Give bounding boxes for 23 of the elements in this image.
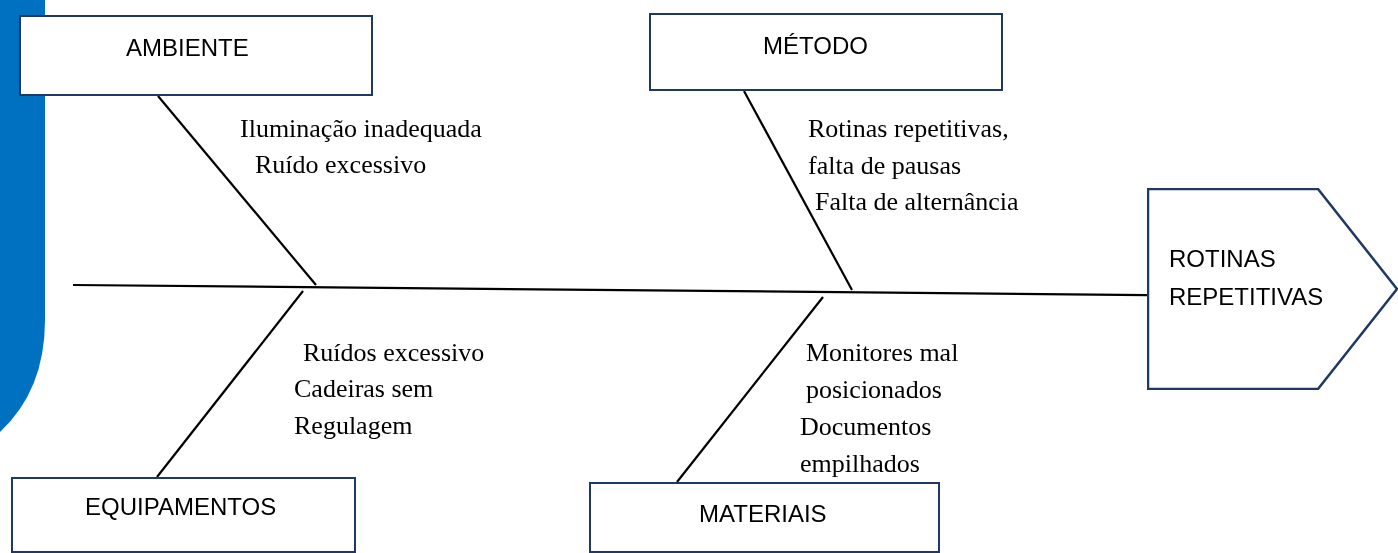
bone-line [676,296,824,483]
category-label: EQUIPAMENTOS [85,493,277,521]
category-label: MATERIAIS [699,500,827,528]
category-box [19,15,373,96]
cause-text: Cadeiras sem Regulagem [294,373,435,442]
cause-text: Falta de alternância [815,186,1020,218]
effect-label: ROTINAS REPETITIVAS [1169,244,1325,312]
spine-line [73,283,1147,297]
category-box [11,477,356,553]
cause-text: Ruídos excessivo [303,337,486,369]
cause-text: Iluminação inadequada [240,113,483,145]
cause-text: Ruído excessivo [255,149,428,181]
bone-line [743,90,853,291]
category-label: MÉTODO [763,32,868,60]
category-box [649,13,1003,91]
category-label: AMBIENTE [126,34,249,62]
bone-line [156,290,304,478]
cause-text: Monitores mal posicionados [806,337,960,406]
bone-line [157,95,317,286]
cause-text: Rotinas repetitivas, falta de pausas [808,113,1010,182]
category-box [589,482,940,553]
cause-text: Documentos empilhados [800,411,933,480]
effect-pentagon [1147,188,1398,390]
